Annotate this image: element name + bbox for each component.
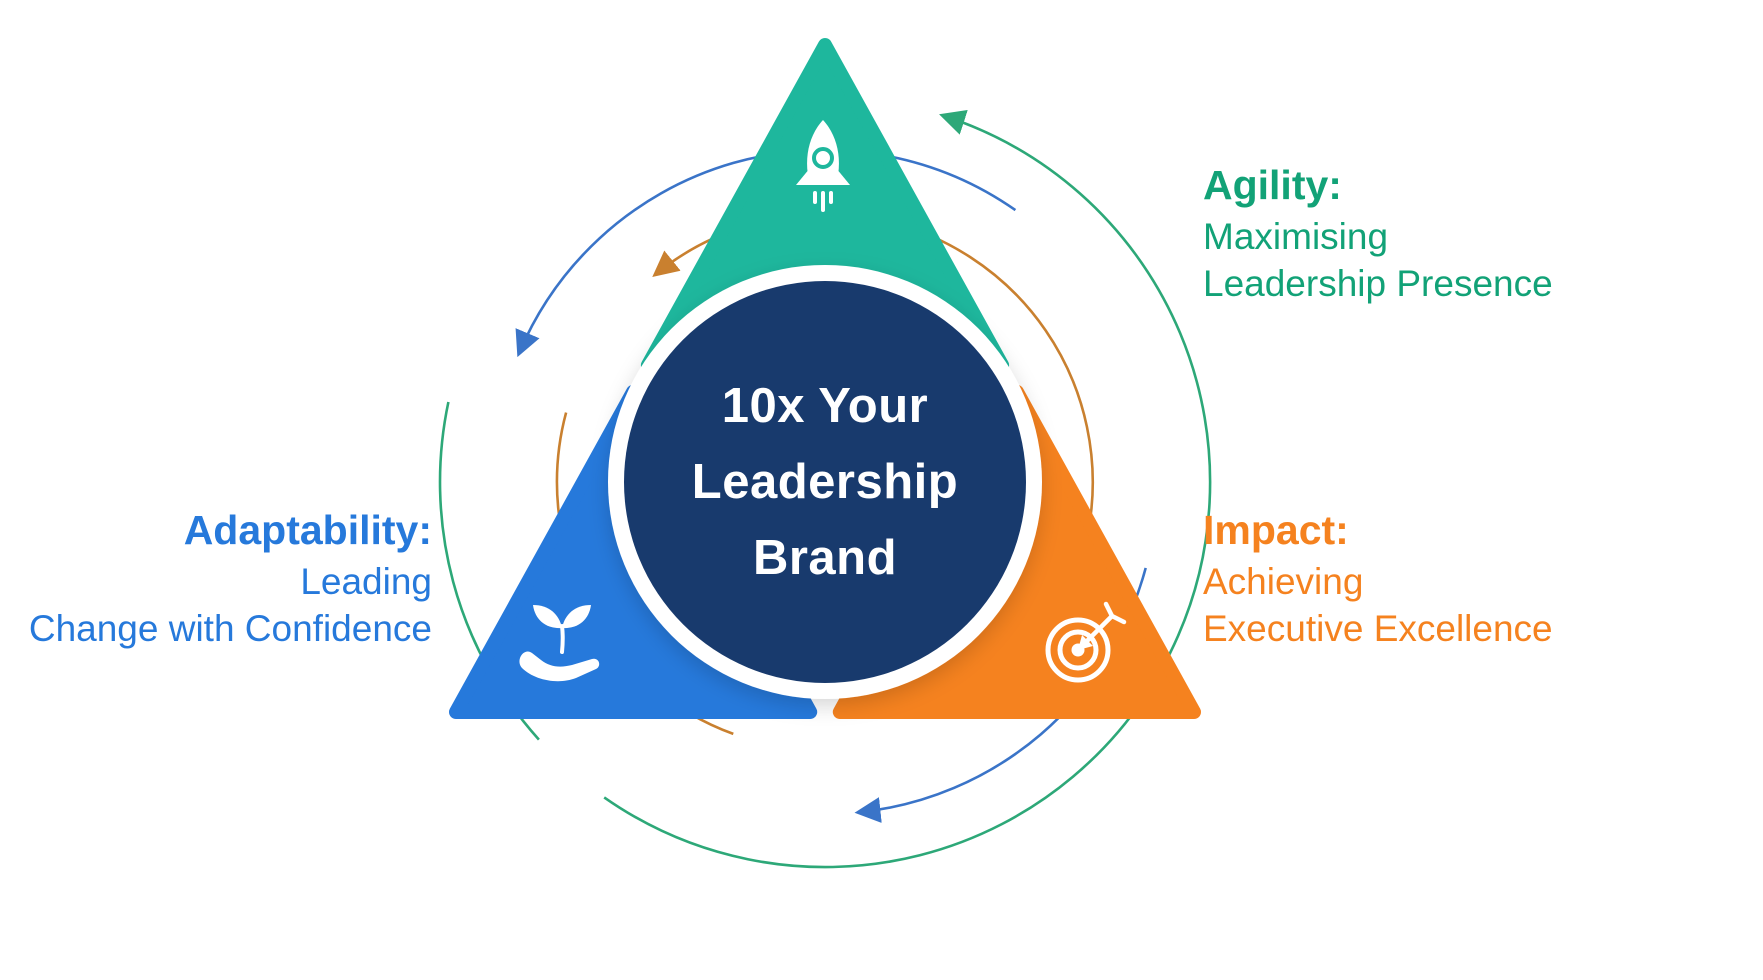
sprout-leaf-left [533, 605, 562, 629]
impact-line-2: Executive Excellence [1203, 608, 1553, 649]
center-line-3: Brand [752, 531, 898, 585]
dart-fletching [1103, 601, 1127, 625]
dart-shaft [1081, 613, 1115, 647]
adaptability-line-1: Leading [300, 561, 432, 602]
impact-heading: Impact: [1203, 507, 1349, 553]
hand-palm [519, 651, 600, 682]
agility-label: Agility: Maximising Leadership Presence [1203, 160, 1553, 307]
impact-label: Impact: Achieving Executive Excellence [1203, 505, 1553, 652]
rocket-fin-left [796, 168, 810, 185]
center-line-2: Leadership [691, 455, 959, 509]
sprout-stem [560, 624, 565, 654]
target-outer-ring [1045, 617, 1111, 683]
agility-heading: Agility: [1203, 162, 1342, 208]
target-icon [1045, 601, 1127, 683]
target-middle-ring [1057, 629, 1099, 671]
agility-line-2: Leadership Presence [1203, 263, 1553, 304]
agility-line-1: Maximising [1203, 216, 1389, 257]
rocket-window [812, 147, 834, 169]
adaptability-heading: Adaptability: [183, 507, 432, 553]
middle-orbit-arc-top [515, 148, 1017, 358]
rocket-body [807, 120, 839, 185]
rocket-icon [796, 120, 850, 212]
adaptability-line-2: Change with Confidence [28, 608, 432, 649]
hand-sprout-icon [519, 605, 600, 682]
rocket-exhaust [813, 191, 833, 212]
center-circle [624, 281, 1026, 683]
center-circle-label: 10x Your Leadership Brand [625, 368, 1025, 596]
rocket-fin-right [836, 168, 850, 185]
impact-line-1: Achieving [1203, 561, 1364, 602]
center-line-1: 10x Your [721, 379, 929, 433]
dart-tip [1078, 635, 1093, 650]
adaptability-label: Adaptability: Leading Change with Confid… [0, 505, 432, 652]
sprout-leaf-right [562, 605, 591, 629]
